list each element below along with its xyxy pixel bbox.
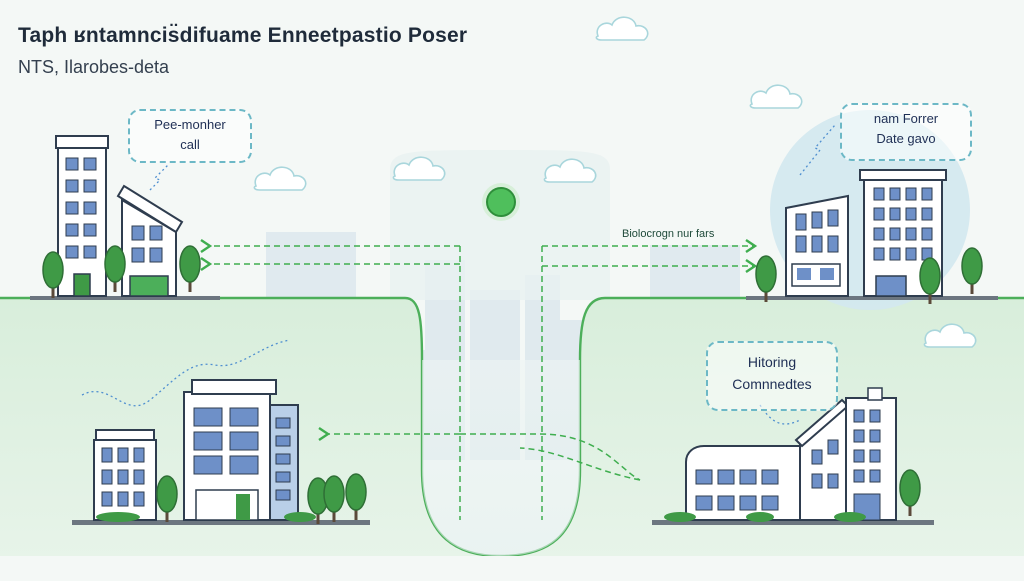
top-right-building-cluster xyxy=(746,169,998,305)
callout-line: Date gavo xyxy=(876,131,936,146)
callout-line: nam Forrer xyxy=(873,111,939,126)
bottom-right-building-cluster xyxy=(652,387,934,525)
signal-wave xyxy=(81,339,291,407)
ground-platform xyxy=(746,296,998,300)
callout-line: Hitoring xyxy=(747,354,797,370)
building-icon xyxy=(183,379,299,521)
ground-platform xyxy=(652,520,934,525)
connection-line xyxy=(460,433,641,481)
bottom-strip xyxy=(0,556,1024,576)
central-well-basin xyxy=(422,360,580,556)
top-left-building-cluster xyxy=(30,135,220,300)
signal-wave xyxy=(149,164,169,191)
callout-bottom-right: Hitoring Comnnedtes xyxy=(706,341,838,411)
central-well-top xyxy=(390,150,610,300)
bottom-left-building-cluster xyxy=(72,379,370,525)
connection-label: Biolocrogn nur fars xyxy=(622,228,715,240)
callout-line: Comnnedtes xyxy=(732,376,812,392)
callout-line: call xyxy=(180,137,200,152)
callout-top-left: Pee-monher call xyxy=(128,109,252,163)
building-icon xyxy=(685,445,801,521)
building-icon xyxy=(794,387,897,521)
callout-line: Pee-monher xyxy=(154,117,226,132)
diagram-title: Taph ʁntamncis̈difuame Enneetpastio Pose… xyxy=(18,24,468,47)
diagram-subtitle: NTS, Ilarobes-deta xyxy=(18,57,170,77)
building-icon xyxy=(859,169,947,297)
connection-lines xyxy=(200,239,758,520)
building-icon xyxy=(93,429,157,521)
shrubs xyxy=(96,512,316,522)
shrubs xyxy=(664,512,866,522)
signal-wave xyxy=(799,124,836,176)
ground-platform xyxy=(72,520,370,525)
connection-line xyxy=(519,447,641,481)
building-icon xyxy=(785,194,849,297)
building-icon xyxy=(55,135,109,297)
building-icon xyxy=(116,184,184,297)
callout-top-right: nam Forrer Date gavo xyxy=(840,103,972,161)
ground-platform xyxy=(30,296,220,300)
signal-node-icon xyxy=(486,187,516,217)
